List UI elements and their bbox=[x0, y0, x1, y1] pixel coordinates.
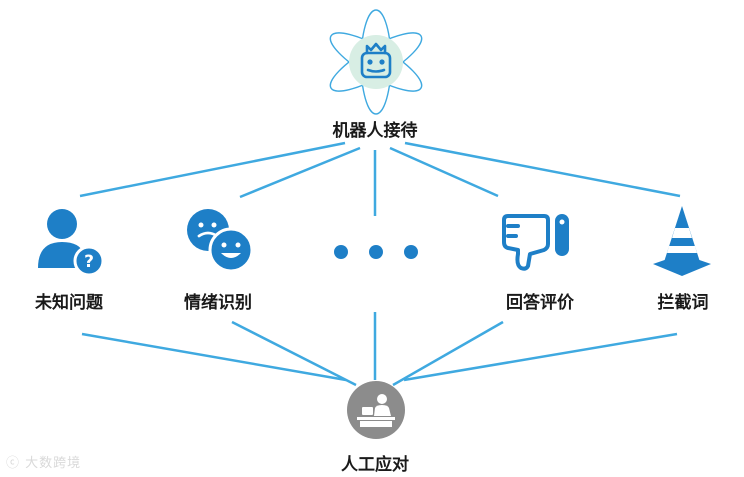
connector-bottom-5 bbox=[403, 332, 678, 382]
connector-top-1 bbox=[79, 141, 346, 198]
connector-bottom-4 bbox=[392, 320, 504, 387]
node-intercept-words-label: 拦截词 bbox=[657, 293, 709, 313]
human-agent-icon bbox=[347, 381, 405, 439]
robot-icon bbox=[329, 9, 423, 115]
ellipsis-dot-2 bbox=[369, 245, 383, 259]
svg-text:?: ? bbox=[84, 252, 94, 272]
connector-top-5 bbox=[404, 141, 681, 198]
node-emotion-label: 情绪识别 bbox=[184, 293, 252, 313]
connector-top-2 bbox=[239, 146, 361, 199]
thumbs-down-icon bbox=[502, 214, 569, 271]
watermark-logo-icon: ⓒ bbox=[6, 456, 21, 471]
user-question-icon: ? bbox=[38, 209, 105, 276]
connector-bottom-1 bbox=[81, 332, 347, 382]
watermark-text: 大数跨境 bbox=[25, 456, 82, 471]
ellipsis-dot-1 bbox=[334, 245, 348, 259]
connector-bottom-2 bbox=[231, 320, 357, 387]
node-unknown-question-label: 未知问题 bbox=[35, 293, 103, 313]
watermark: ⓒ 大数跨境 bbox=[6, 452, 81, 471]
bottom-node-label: 人工应对 bbox=[341, 455, 409, 475]
ellipsis-dot-3 bbox=[404, 245, 418, 259]
emotion-faces-icon bbox=[187, 209, 254, 273]
top-node-label: 机器人接待 bbox=[332, 121, 418, 141]
node-answer-rating-label: 回答评价 bbox=[506, 293, 574, 313]
traffic-cone-icon bbox=[653, 206, 711, 276]
connector-top-4 bbox=[389, 146, 499, 198]
